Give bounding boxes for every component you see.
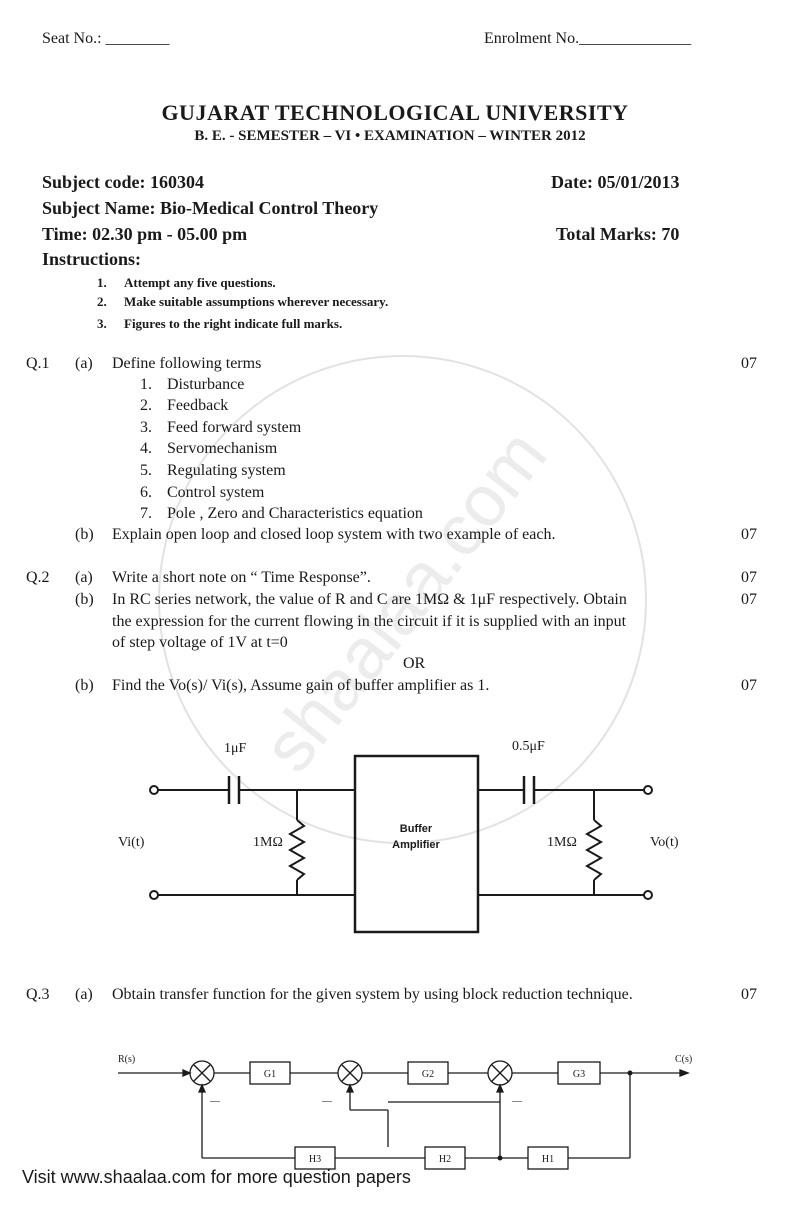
minus-sign: — <box>511 1096 523 1107</box>
instruction-text: Attempt any five questions. <box>124 275 276 290</box>
instruction-number: 3. <box>97 316 107 331</box>
instruction-number: 1. <box>97 275 107 290</box>
question-text: Obtain transfer function for the given s… <box>112 986 633 1003</box>
question-number: Q.3 <box>26 986 50 1003</box>
marks: 07 <box>741 569 757 586</box>
capacitor-2-label: 0.5μF <box>512 739 545 754</box>
term-text: Servomechanism <box>167 440 278 457</box>
part-label: (a) <box>75 569 93 586</box>
input-signal-label: R(s) <box>118 1054 135 1065</box>
marks: 07 <box>741 526 757 543</box>
pickoff-point <box>497 1155 503 1161</box>
term-text: Feedback <box>167 397 229 414</box>
part-label: (b) <box>75 526 94 543</box>
watermark-circle <box>158 355 647 844</box>
enrolment-no: Enrolment No.______________ <box>484 30 692 47</box>
h1-label: H1 <box>542 1154 554 1165</box>
seat-no: Seat No.: ________ <box>42 30 170 47</box>
question-text: Find the Vo(s)/ Vi(s), Assume gain of bu… <box>112 677 490 694</box>
resistor-2-label: 1MΩ <box>547 835 577 850</box>
rc-circuit-diagram: 1μF 0.5μF 1MΩ 1MΩ Vi(t) Vo(t) Buffer Amp… <box>118 739 679 934</box>
minus-sign: — <box>209 1096 221 1107</box>
question-number: Q.2 <box>26 569 50 586</box>
output-signal-label: C(s) <box>675 1054 692 1065</box>
university-name: GUJARAT TECHNOLOGICAL UNIVERSITY <box>161 100 629 125</box>
total-marks: Total Marks: 70 <box>556 224 680 244</box>
part-label: (b) <box>75 677 94 694</box>
subject-name: Subject Name: Bio-Medical Control Theory <box>42 198 379 218</box>
term-text: Control system <box>167 484 265 501</box>
amplifier-label: Buffer <box>400 823 433 835</box>
buffer-amplifier-box <box>353 754 480 934</box>
instruction-text: Make suitable assumptions wherever neces… <box>124 294 389 309</box>
subject-code: Subject code: 160304 <box>42 172 204 192</box>
question-text: Explain open loop and closed loop system… <box>112 526 556 543</box>
output-terminal-top <box>643 785 653 795</box>
term-text: Feed forward system <box>167 419 302 436</box>
g1-label: G1 <box>264 1069 276 1080</box>
output-terminal-bottom <box>643 890 653 900</box>
g3-label: G3 <box>573 1069 585 1080</box>
block-diagram: R(s) C(s) G1 G2 G3 H1 H2 H3 — — — <box>118 1054 692 1170</box>
term-number: 3. <box>140 419 152 436</box>
term-number: 7. <box>140 505 152 522</box>
exam-date: Date: 05/01/2013 <box>551 172 680 192</box>
marks: 07 <box>741 355 757 372</box>
input-voltage-label: Vi(t) <box>118 835 145 850</box>
term-text: Disturbance <box>167 376 245 393</box>
resistor-1 <box>287 819 307 881</box>
question-text: Define following terms <box>112 355 262 372</box>
part-label: (a) <box>75 986 93 1003</box>
input-terminal-top <box>149 785 159 795</box>
question-text: Write a short note on “ Time Response”. <box>112 569 371 586</box>
h3-label: H3 <box>309 1154 321 1165</box>
term-number: 1. <box>140 376 152 393</box>
output-voltage-label: Vo(t) <box>650 835 679 850</box>
term-number: 5. <box>140 462 152 479</box>
term-number: 6. <box>140 484 152 501</box>
term-text: Pole , Zero and Characteristics equation <box>167 505 423 522</box>
instruction-text: Figures to the right indicate full marks… <box>124 316 343 331</box>
capacitor-1-label: 1μF <box>224 741 247 756</box>
part-label: (a) <box>75 355 93 372</box>
marks: 07 <box>741 986 757 1003</box>
marks: 07 <box>741 591 757 608</box>
question-number: Q.1 <box>26 355 50 372</box>
marks: 07 <box>741 677 757 694</box>
resistor-1-label: 1MΩ <box>253 835 283 850</box>
instruction-number: 2. <box>97 294 107 309</box>
instructions-heading: Instructions: <box>42 249 142 269</box>
question-text: of step voltage of 1V at t=0 <box>112 634 288 651</box>
or-separator: OR <box>403 655 426 672</box>
term-number: 2. <box>140 397 152 414</box>
input-terminal-bottom <box>149 890 159 900</box>
part-label: (b) <box>75 591 94 608</box>
exam-time: Time: 02.30 pm - 05.00 pm <box>42 224 248 244</box>
term-number: 4. <box>140 440 152 457</box>
term-text: Regulating system <box>167 462 286 479</box>
h2-label: H2 <box>439 1154 451 1165</box>
footer-text: Visit www.shaalaa.com for more question … <box>22 1167 411 1187</box>
resistor-2 <box>584 819 604 881</box>
amplifier-label: Amplifier <box>392 839 440 851</box>
exam-title: B. E. - SEMESTER – VI • EXAMINATION – WI… <box>194 128 586 144</box>
question-text: the expression for the current flowing i… <box>112 613 627 630</box>
g2-label: G2 <box>422 1069 434 1080</box>
question-text: In RC series network, the value of R and… <box>112 591 627 608</box>
pickoff-point <box>627 1070 633 1076</box>
minus-sign: — <box>321 1096 333 1107</box>
